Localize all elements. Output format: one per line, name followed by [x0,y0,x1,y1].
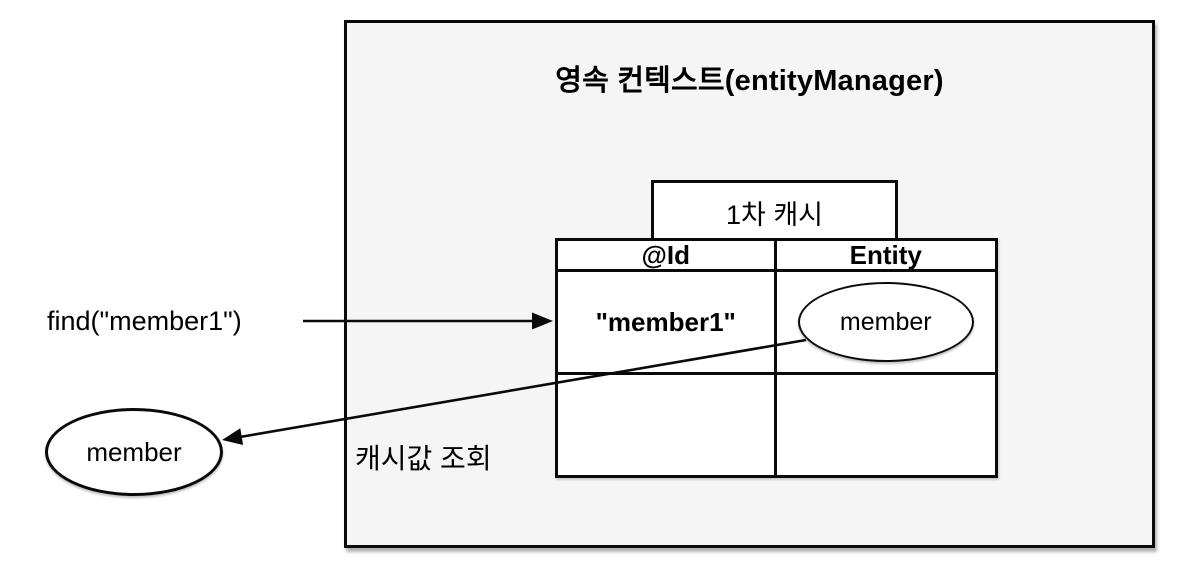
first-level-cache-table: @Id Entity "member1" member [555,238,998,478]
persistence-context-title: 영속 컨텍스트(entityManager) [555,65,944,97]
first-level-cache-label: 1차 캐시 [725,199,824,230]
table-cell-empty-entity [777,375,996,475]
member-entity-ellipse: member [797,282,974,362]
cache-lookup-label: 캐시값 조회 [355,443,492,474]
member-entity-label: member [839,307,932,336]
table-cell-entity-member: member [776,272,995,375]
first-level-cache-label-box: 1차 캐시 [651,180,898,241]
result-member-ellipse: member [45,408,223,496]
table-cell-empty-id [558,375,777,475]
table-cell-id-member1: "member1" [558,272,777,375]
table-header-entity: Entity [776,240,995,272]
result-member-label: member [86,436,182,467]
find-call-label: find("member1") [47,306,242,336]
table-header-id: @Id [558,240,777,272]
